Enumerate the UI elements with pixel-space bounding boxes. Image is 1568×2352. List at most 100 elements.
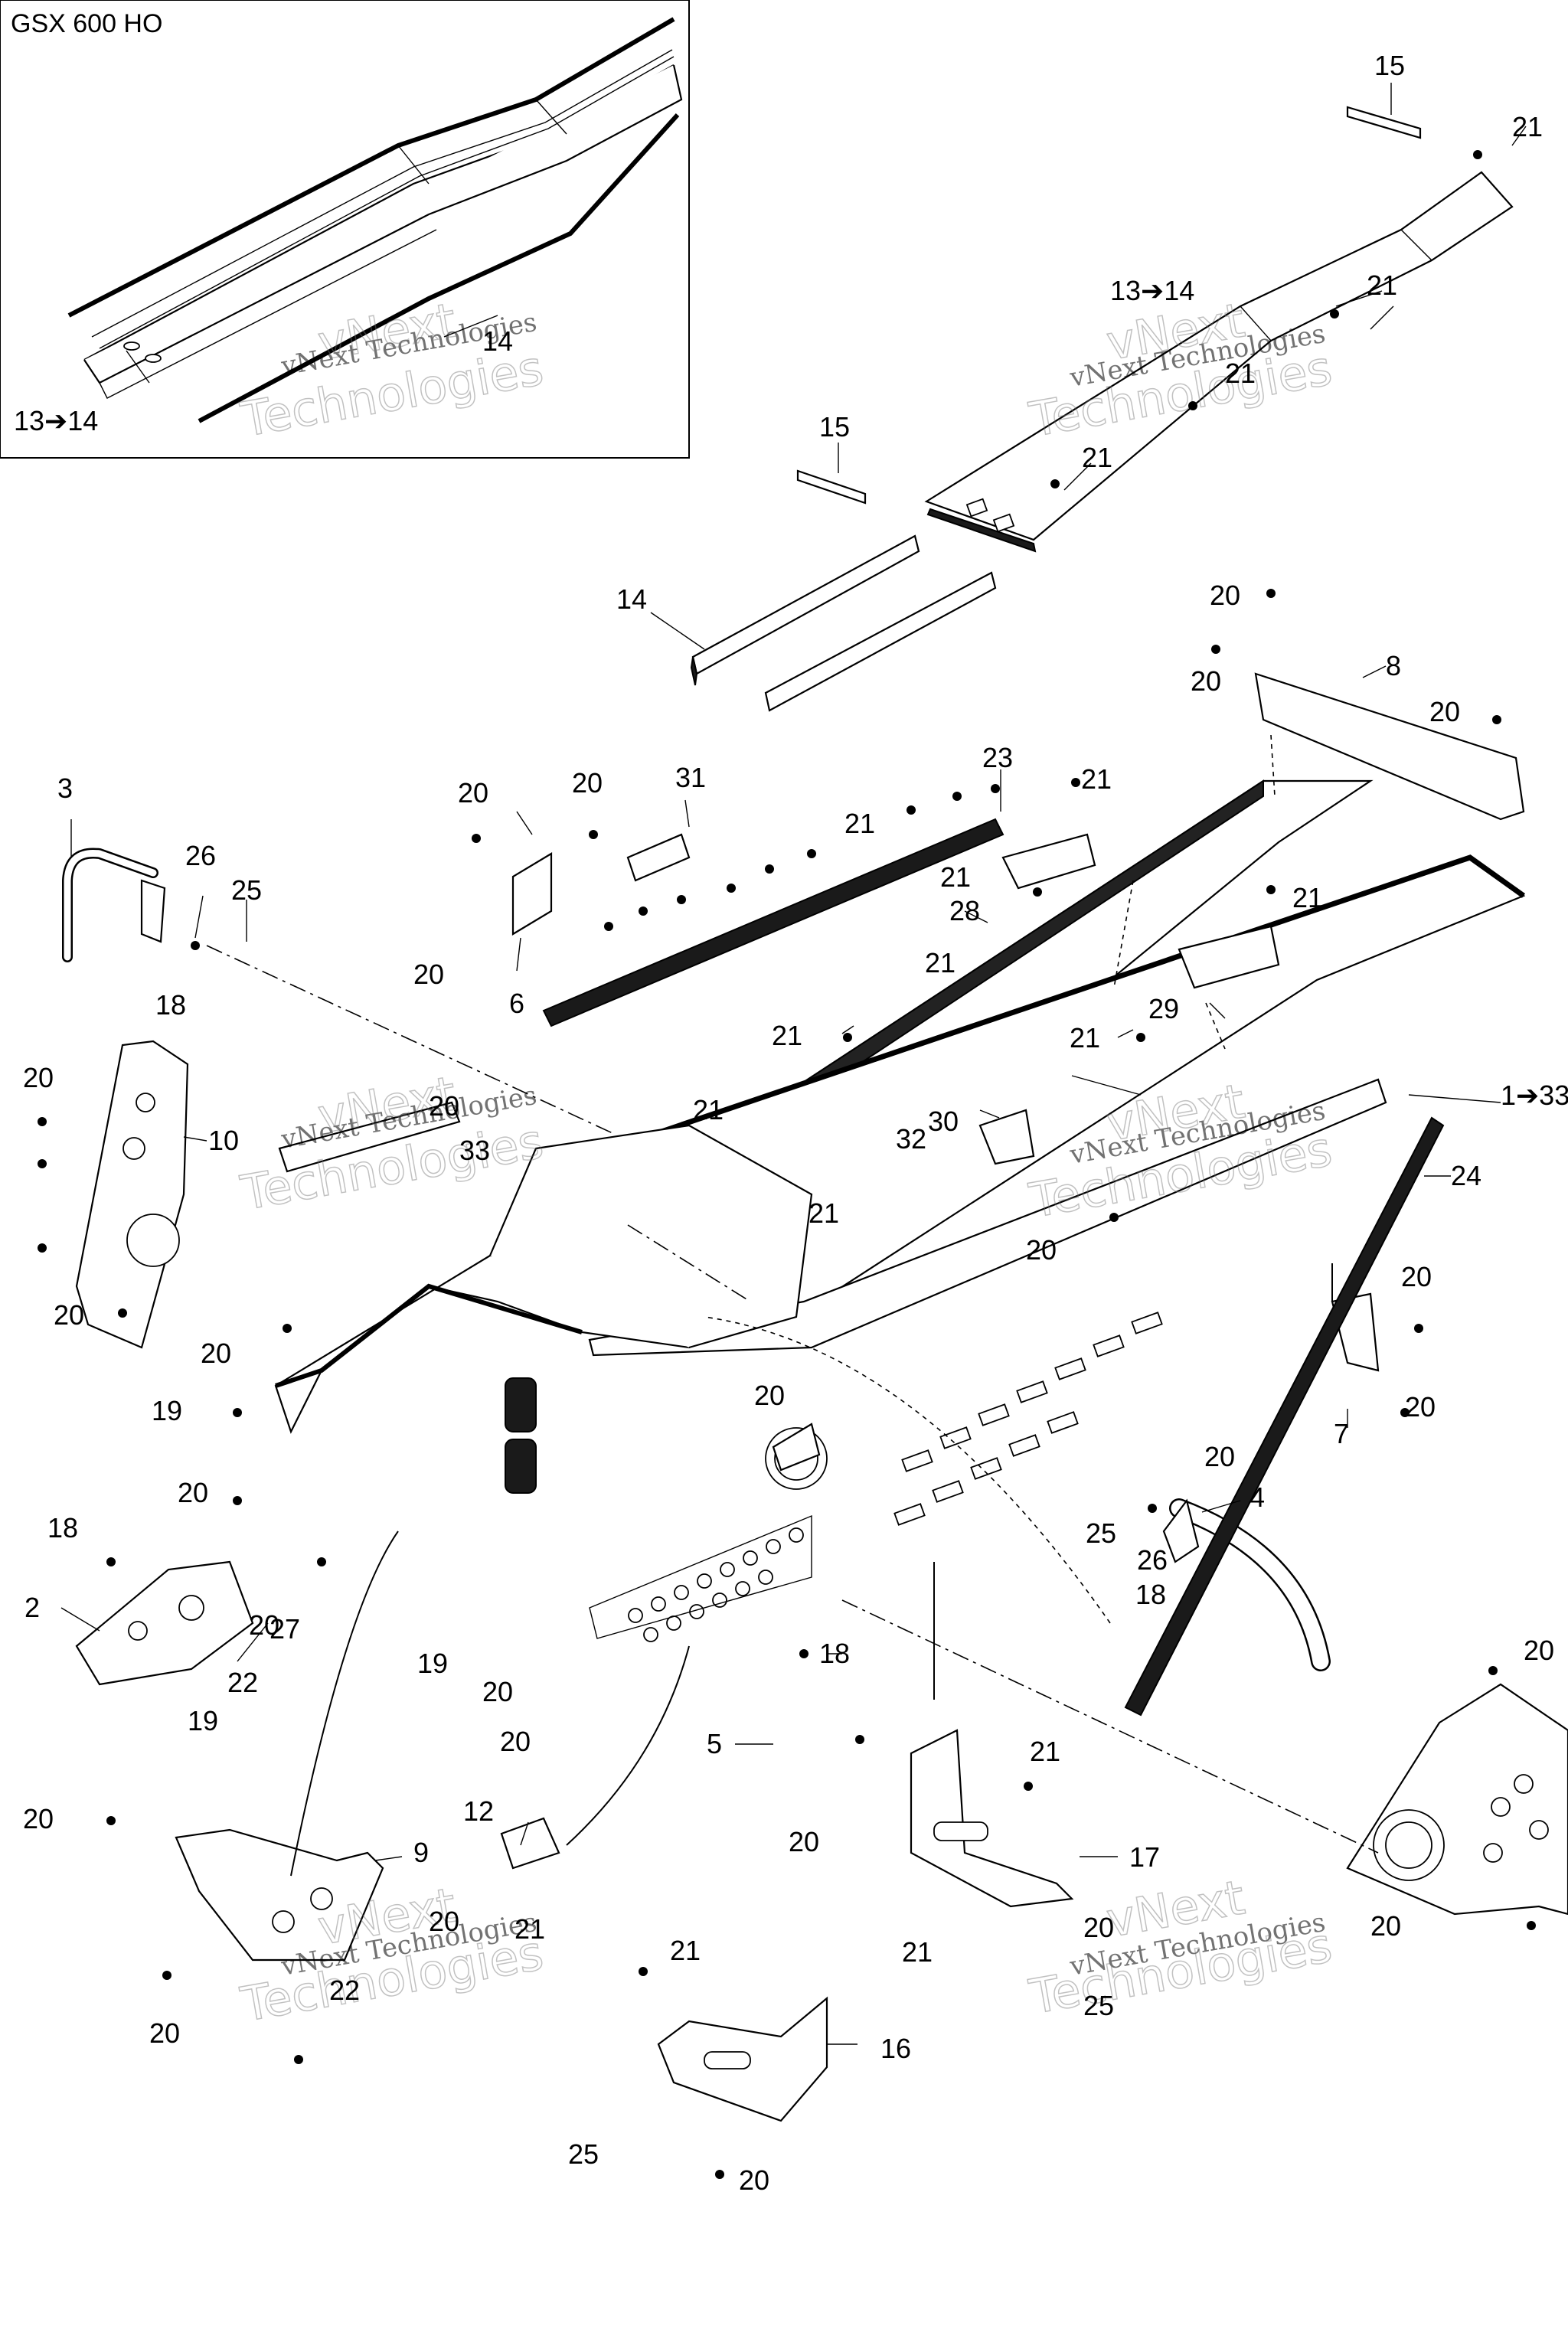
callout: 32 [896,1123,926,1155]
callout: 21 [1070,1022,1100,1054]
footrest-holes [628,1527,804,1642]
callout: 14 [616,583,647,615]
callout: 17 [1129,1841,1160,1873]
callout: 20 [789,1826,819,1857]
callout: 25 [1083,1990,1114,2021]
callout: 20 [23,1803,54,1834]
callout: 21 [844,808,875,839]
rail-strips [542,818,1445,1717]
callout: 21 [1512,111,1543,142]
callout: 28 [949,895,980,926]
callout: 21 [772,1020,802,1051]
fasteners [38,150,1536,2179]
callout: 14 [482,325,513,357]
small-brackets [278,672,1525,1870]
callout: 20 [149,2017,180,2049]
bracket-17 [910,1729,1074,1908]
callout: 20 [178,1477,208,1508]
callout: 33 [459,1135,490,1166]
assembly-lines [206,734,1379,1877]
callout: 21 [925,947,956,978]
slide-strip-15-mid [796,469,867,505]
callout: 3 [57,773,73,804]
callout: 20 [54,1299,84,1331]
callout: 25 [231,874,262,906]
callout: 20 [482,1676,513,1707]
callout: 24 [1451,1160,1481,1191]
callout: 30 [928,1106,959,1137]
callout: 20 [1191,665,1221,697]
leader-lines [60,83,1527,2045]
callout: 10 [208,1125,239,1156]
upper-tunnel [924,171,1514,553]
callout: 2 [24,1592,40,1623]
callout: 25 [1086,1517,1116,1549]
callout: 1➔33 [1501,1080,1568,1111]
callout: 22 [329,1975,360,2006]
callout: 21 [1225,358,1256,389]
callout: 21 [940,861,971,893]
callout: 15 [1374,50,1405,81]
callout: 13➔14 [1110,275,1194,306]
callout: 25 [568,2138,599,2170]
callout: 20 [201,1338,231,1369]
inset-tunnel-drawing [67,17,683,423]
front-mount-9 [175,1828,384,1962]
callout: 9 [413,1837,429,1868]
callout: 29 [1148,993,1179,1024]
front-mount-2 [75,1560,254,1686]
chassis-slots [893,1312,1163,1526]
callout: 20 [429,1090,459,1122]
callout: 20 [1083,1912,1114,1943]
callout: 21 [670,1935,701,1966]
callout: 27 [270,1613,300,1645]
callout: 18 [1135,1579,1166,1610]
callout: 20 [739,2164,769,2196]
side-panel-10 [75,1040,189,1349]
callout: 20 [23,1062,54,1093]
callout: 26 [1137,1544,1168,1576]
callout: 20 [1204,1441,1235,1472]
inset-box: GSX 600 HO [0,0,690,459]
inset-title: GSX 600 HO [11,9,162,38]
callout: 19 [152,1395,182,1426]
front-bumper-3 [62,848,166,962]
rear-bumper-4 [1162,1498,1331,1671]
callout: 20 [429,1906,459,1937]
rear-plate-11 [1346,1683,1568,1916]
watermarks: vNext Technologies vNext Technologies vN… [236,292,1336,2034]
callout: 20 [458,777,488,808]
callout: 8 [1386,650,1401,681]
callout: 20 [1429,696,1460,727]
callout: 13➔14 [14,405,98,436]
callout: 20 [1405,1391,1436,1423]
callout: 21 [808,1197,839,1229]
callout: 18 [47,1512,78,1544]
callout: 20 [1524,1635,1554,1666]
callout: 21 [693,1094,724,1125]
callout: 20 [1370,1910,1401,1942]
callout: 23 [982,742,1013,773]
callout: 21 [1081,763,1112,795]
callout: 19 [417,1648,448,1679]
callout: 21 [514,1913,545,1945]
callout: 21 [1082,442,1112,473]
callout: 20 [413,959,444,990]
callout: 19 [188,1705,218,1736]
callout: 18 [155,989,186,1021]
callout: 21 [1367,270,1397,301]
running-board-strips-14 [690,534,997,712]
callout: 6 [509,988,524,1019]
slide-strip-15-top [1346,106,1422,139]
callout: 21 [1292,882,1323,913]
callout: 26 [185,840,216,871]
callout: 4 [1250,1481,1265,1513]
callout: 16 [880,2033,911,2064]
callout: 7 [1334,1418,1349,1449]
callout: 12 [463,1795,494,1827]
callout: 20 [249,1609,279,1641]
main-chassis [274,779,1526,1642]
callout: 20 [1401,1261,1432,1292]
callout-labels: 14 13➔14 15 21 13➔14 21 21 15 21 14 20 2… [14,50,1568,2196]
callout: 5 [707,1728,722,1759]
